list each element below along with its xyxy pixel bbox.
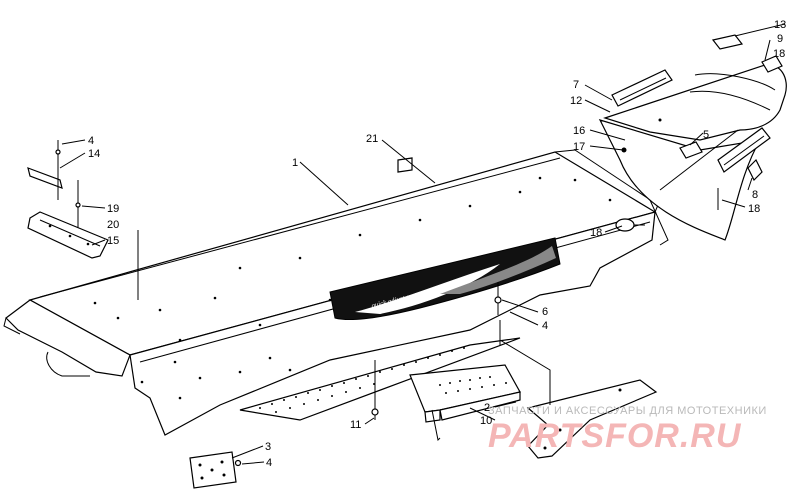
watermark-logo: PARTSFOR.RU [488, 417, 742, 455]
callout-18-top: 18 [773, 48, 785, 60]
callout-5: 5 [703, 129, 709, 141]
rear-bumper-assembly [598, 34, 787, 241]
callout-15: 15 [107, 235, 119, 247]
callout-9: 9 [777, 33, 783, 45]
callout-14: 14 [88, 148, 100, 160]
callout-21: 21 [366, 133, 378, 145]
callout-8: 8 [752, 189, 758, 201]
footrest-bracket [526, 379, 658, 459]
footrest [409, 364, 521, 423]
callout-10: 10 [480, 415, 492, 427]
callout-18-right: 18 [748, 203, 760, 215]
callout-3: 3 [265, 441, 271, 453]
callout-20: 20 [107, 219, 119, 231]
assembly-guides [374, 129, 739, 442]
callout-16: 16 [573, 125, 585, 137]
side-decal: quick adjust system [329, 237, 561, 320]
callout-19: 19 [107, 203, 119, 215]
callout-13: 13 [774, 19, 786, 31]
leader-lines [59, 23, 786, 465]
callout-2: 2 [484, 402, 490, 414]
callout-11: 11 [350, 419, 361, 431]
watermark-tagline: ЗАПЧАСТИ И АКСЕССУАРЫ ДЛЯ МОТОТЕХНИКИ [488, 405, 767, 417]
part-21-plate [397, 157, 413, 173]
callout-4-decal: 4 [542, 320, 548, 332]
callout-17: 17 [573, 141, 585, 153]
watermark: ЗАПЧАСТИ И АКСЕССУАРЫ ДЛЯ МОТОТЕХНИКИ PA… [488, 405, 788, 465]
rear-bolt [615, 218, 645, 232]
callout-6: 6 [542, 306, 548, 318]
callout-12: 12 [570, 95, 582, 107]
callout-1: 1 [292, 157, 298, 169]
callout-7: 7 [573, 79, 579, 91]
callout-4-top: 4 [88, 135, 94, 147]
running-board-perforations [259, 347, 465, 413]
brace-brackets [27, 167, 109, 259]
callout-18-tunnel: 18 [590, 227, 602, 239]
callout-4-bottom: 4 [266, 457, 272, 469]
callout-labels: 1 2 3 4 4 4 5 6 7 8 9 10 11 12 13 14 15 … [88, 19, 786, 469]
backing-plate [189, 451, 237, 489]
rivet-holes [93, 176, 612, 400]
